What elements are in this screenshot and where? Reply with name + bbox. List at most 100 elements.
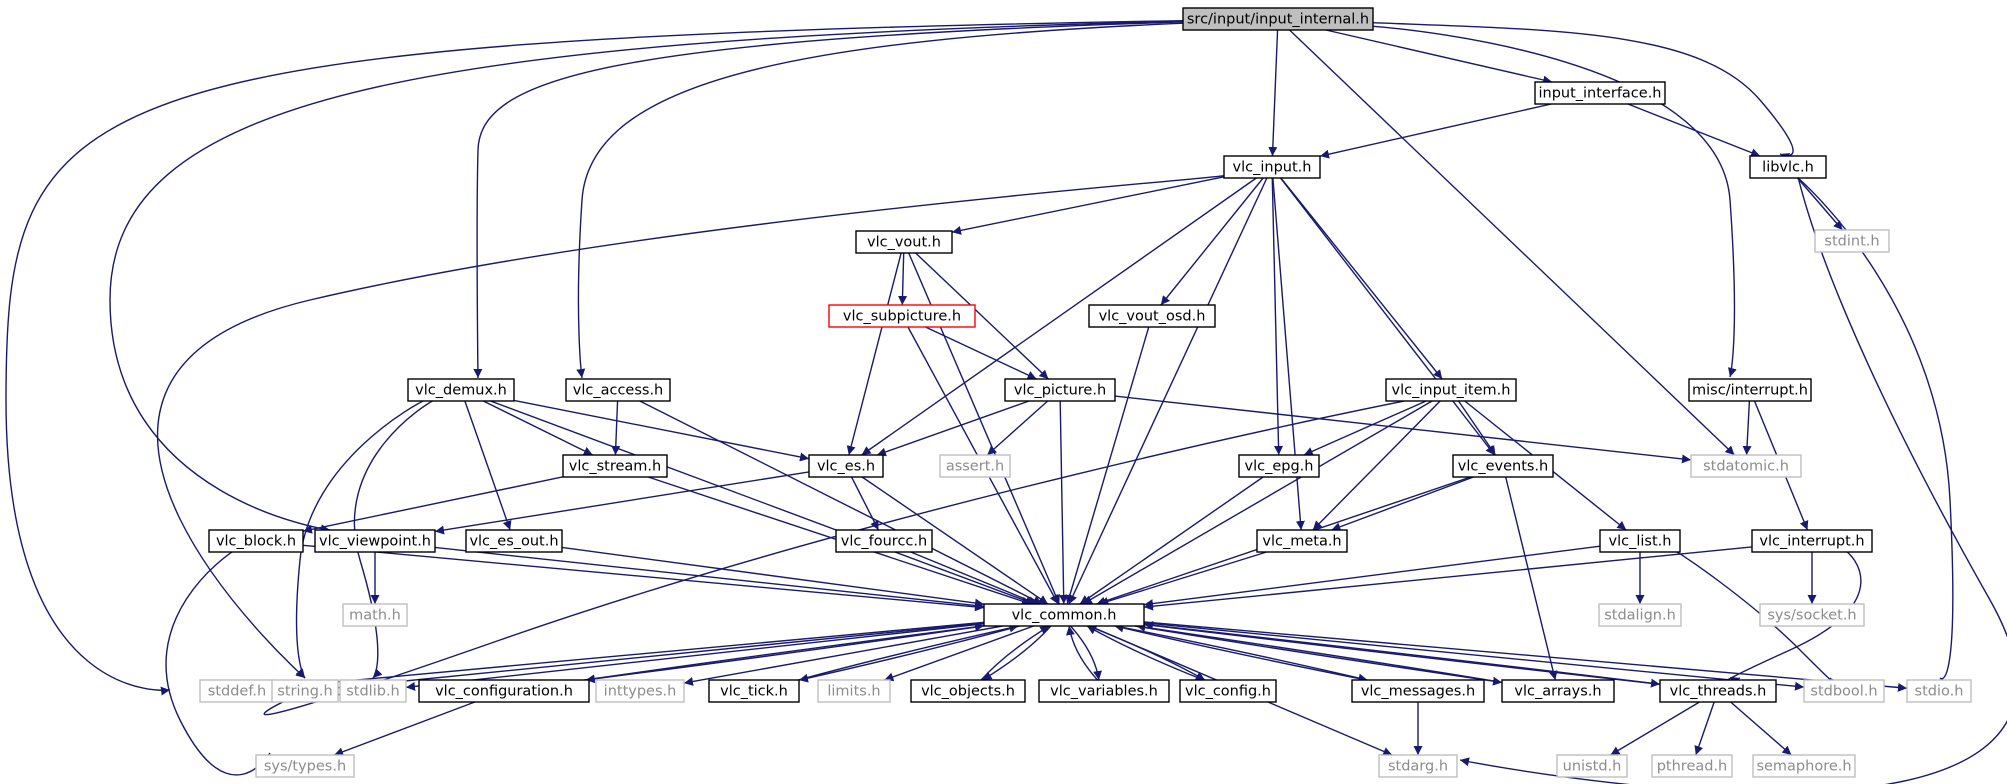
node-vlc-objects[interactable]: vlc_objects.h — [910, 679, 1026, 703]
node-vlc-input-item[interactable]: vlc_input_item.h — [1385, 378, 1517, 402]
node-stddef[interactable]: stddef.h — [199, 679, 275, 703]
node-vlc-demux[interactable]: vlc_demux.h — [407, 378, 515, 402]
node-vlc-input[interactable]: vlc_input.h — [1223, 155, 1321, 179]
node-vlc-vout-osd[interactable]: vlc_vout_osd.h — [1088, 304, 1216, 328]
edge-vlc_input-to-vlc_es — [861, 177, 1257, 456]
node-vlc-stream[interactable]: vlc_stream.h — [562, 454, 668, 478]
node-pthread[interactable]: pthread.h — [1651, 754, 1733, 778]
node-vlc-messages[interactable]: vlc_messages.h — [1351, 679, 1485, 703]
node-vlc-fourcc[interactable]: vlc_fourcc.h — [835, 529, 933, 553]
node-box — [1004, 378, 1116, 402]
node-stdalign[interactable]: stdalign.h — [1598, 603, 1682, 627]
node-label: vlc_messages.h — [1361, 684, 1475, 700]
node-label: vlc_objects.h — [921, 684, 1015, 700]
node-misc-interrupt[interactable]: misc/interrupt.h — [1688, 378, 1812, 402]
node-vlc-config[interactable]: vlc_config.h — [1179, 679, 1277, 703]
node-vlc-access[interactable]: vlc_access.h — [565, 378, 671, 402]
edge-libvlc-to-stdint — [1796, 177, 1844, 231]
node-label: stdalign.h — [1604, 608, 1676, 624]
node-box — [1906, 679, 1972, 703]
edge-vlc_epg-to-vlc_common — [1079, 476, 1264, 605]
node-label: vlc_threads.h — [1670, 684, 1767, 700]
node-vlc-configuration[interactable]: vlc_configuration.h — [418, 679, 590, 703]
edges-layer — [5, 19, 2007, 784]
node-stdlib[interactable]: stdlib.h — [339, 679, 407, 703]
node-stdbool[interactable]: stdbool.h — [1803, 679, 1885, 703]
node-vlc-common[interactable]: vlc_common.h — [983, 603, 1145, 627]
edge-vlc_access-to-vlc_stream — [611, 400, 621, 456]
edge-root-to-vlc_input — [1268, 29, 1279, 157]
node-vlc-events[interactable]: vlc_events.h — [1452, 454, 1554, 478]
edge-vlc_input_item-to-vlc_common — [1082, 400, 1433, 605]
node-vlc-epg[interactable]: vlc_epg.h — [1238, 454, 1320, 478]
node-box — [418, 679, 590, 703]
node-input-interface[interactable]: input_interface.h — [1534, 81, 1666, 105]
edge-vlc_common-to-string — [337, 622, 985, 692]
edge-root-to-misc_interrupt — [1372, 25, 1737, 378]
edge-vlc_common-to-vlc_messages — [1115, 625, 1368, 683]
edge-vlc_demux-to-vlc_common — [490, 400, 1035, 606]
node-vlc-list[interactable]: vlc_list.h — [1599, 529, 1681, 553]
node-box — [983, 603, 1145, 627]
edge-vlc_es-to-vlc_common — [861, 476, 1049, 605]
node-vlc-es[interactable]: vlc_es.h — [808, 454, 884, 478]
node-box — [314, 529, 436, 553]
node-label: sys/socket.h — [1767, 608, 1856, 624]
edge-vlc_variables-to-vlc_common — [1066, 625, 1099, 681]
node-label: libvlc.h — [1762, 160, 1814, 176]
node-vlc-interrupt[interactable]: vlc_interrupt.h — [1751, 529, 1873, 553]
node-label: vlc_viewpoint.h — [319, 534, 431, 550]
edge-vlc_events-to-vlc_arrays — [1505, 476, 1558, 681]
node-vlc-viewpoint[interactable]: vlc_viewpoint.h — [314, 529, 436, 553]
edge-root-to-vlc_demux — [473, 21, 1184, 379]
node-vlc-subpicture[interactable]: vlc_subpicture.h — [828, 304, 976, 328]
node-stdio[interactable]: stdio.h — [1906, 679, 1972, 703]
node-sys-types[interactable]: sys/types.h — [255, 754, 355, 778]
node-vlc-threads[interactable]: vlc_threads.h — [1659, 679, 1777, 703]
node-label: vlc_demux.h — [415, 383, 507, 399]
node-label: vlc_es_out.h — [469, 534, 558, 550]
node-label: vlc_interrupt.h — [1759, 534, 1864, 550]
edge-vlc_interrupt-to-vlc_common — [1143, 546, 1753, 611]
node-vlc-variables[interactable]: vlc_variables.h — [1038, 679, 1170, 703]
node-label: vlc_block.h — [216, 534, 296, 550]
node-vlc-es-out[interactable]: vlc_es_out.h — [465, 529, 563, 553]
edge-vlc_picture-to-vlc_common — [1059, 400, 1069, 605]
node-stdarg[interactable]: stdarg.h — [1378, 754, 1458, 778]
node-assert[interactable]: assert.h — [939, 454, 1011, 478]
node-unistd[interactable]: unistd.h — [1556, 754, 1628, 778]
node-label: src/input/input_internal.h — [1187, 12, 1369, 28]
edge-root-to-stddef — [5, 19, 1184, 696]
node-box — [565, 378, 671, 402]
node-string[interactable]: string.h — [271, 679, 339, 703]
edge-vlc_access-to-vlc_common — [639, 400, 1043, 605]
node-vlc-tick[interactable]: vlc_tick.h — [708, 679, 800, 703]
edge-vlc_es_out-to-vlc_common — [561, 546, 985, 608]
node-label: vlc_epg.h — [1245, 459, 1314, 475]
node-inttypes[interactable]: inttypes.h — [595, 679, 685, 703]
node-box — [407, 378, 515, 402]
node-vlc-block[interactable]: vlc_block.h — [208, 529, 304, 553]
node-stdint[interactable]: stdint.h — [1814, 229, 1890, 253]
node-vlc-vout[interactable]: vlc_vout.h — [855, 230, 953, 254]
node-libvlc[interactable]: libvlc.h — [1749, 155, 1827, 179]
node-box — [562, 454, 668, 478]
node-stdatomic[interactable]: stdatomic.h — [1690, 454, 1802, 478]
node-label: pthread.h — [1657, 759, 1728, 775]
node-label: semaphore.h — [1756, 759, 1851, 775]
node-limits[interactable]: limits.h — [817, 679, 891, 703]
node-root[interactable]: src/input/input_internal.h — [1182, 7, 1374, 31]
node-sys-socket[interactable]: sys/socket.h — [1759, 603, 1865, 627]
edge-vlc_tick-to-vlc_common — [797, 623, 1019, 681]
node-vlc-arrays[interactable]: vlc_arrays.h — [1501, 679, 1615, 703]
node-vlc-picture[interactable]: vlc_picture.h — [1004, 378, 1116, 402]
node-box — [1599, 529, 1681, 553]
edge-vlc_threads-to-semaphore — [1730, 701, 1792, 756]
node-semaphore[interactable]: semaphore.h — [1752, 754, 1856, 778]
edge-vlc_common-to-vlc_objects — [982, 625, 1052, 681]
edge-vlc_common-to-vlc_configuration — [585, 625, 985, 684]
node-vlc-meta[interactable]: vlc_meta.h — [1256, 529, 1348, 553]
edge-root-to-input_interface — [1325, 29, 1553, 85]
node-math[interactable]: math.h — [342, 603, 408, 627]
node-label: vlc_arrays.h — [1514, 684, 1601, 700]
